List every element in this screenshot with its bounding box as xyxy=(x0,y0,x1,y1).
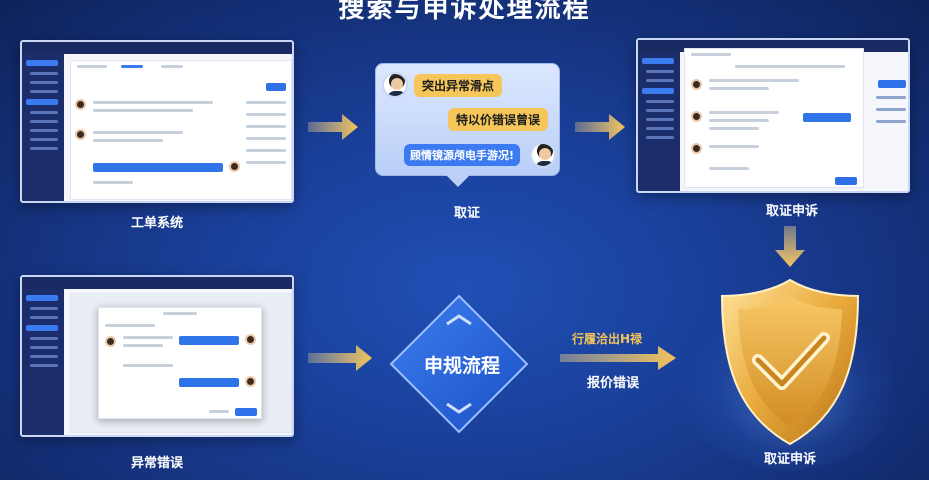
user-avatar-icon xyxy=(382,72,408,98)
ticket-system-label: 工单系统 xyxy=(130,216,183,231)
chat-bubble-3: 顾情镜源颅电手游况! xyxy=(404,144,521,166)
shield-check-icon xyxy=(720,278,860,446)
arrow-right-icon xyxy=(308,345,372,371)
appeal-label-bottom: 取证申诉 xyxy=(763,452,816,467)
appeal-label-top: 取证申诉 xyxy=(765,204,818,219)
arrow-right-icon xyxy=(575,114,625,140)
compliance-diamond xyxy=(389,294,529,434)
appeal-screenshot xyxy=(636,38,910,193)
anomaly-screenshot xyxy=(20,275,294,437)
agent-avatar-icon xyxy=(530,142,556,168)
evidence-label: 取证 xyxy=(453,206,480,221)
arrow-label-bottom: 报价错误 xyxy=(587,376,640,391)
compliance-flow-label: 申规流程 xyxy=(424,355,501,377)
arrow-right-icon xyxy=(560,346,676,370)
arrow-right-icon xyxy=(308,114,358,140)
anomaly-label: 异常错误 xyxy=(130,456,183,471)
arrow-down-icon xyxy=(775,226,805,267)
chat-bubble-1: 突出异常滑点 xyxy=(414,74,503,97)
arrow-label-top: 行履洽出H禄 xyxy=(572,332,643,346)
evidence-chat-card: 突出异常滑点 特以价错误曾误 顾情镜源颅电手游况! xyxy=(375,63,560,187)
page-title: 搜索与申诉处理流程 xyxy=(338,0,591,24)
ticket-sidebar xyxy=(22,42,64,201)
ticket-system-screenshot xyxy=(20,40,294,203)
chat-bubble-2: 特以价错误曾误 xyxy=(448,108,549,131)
